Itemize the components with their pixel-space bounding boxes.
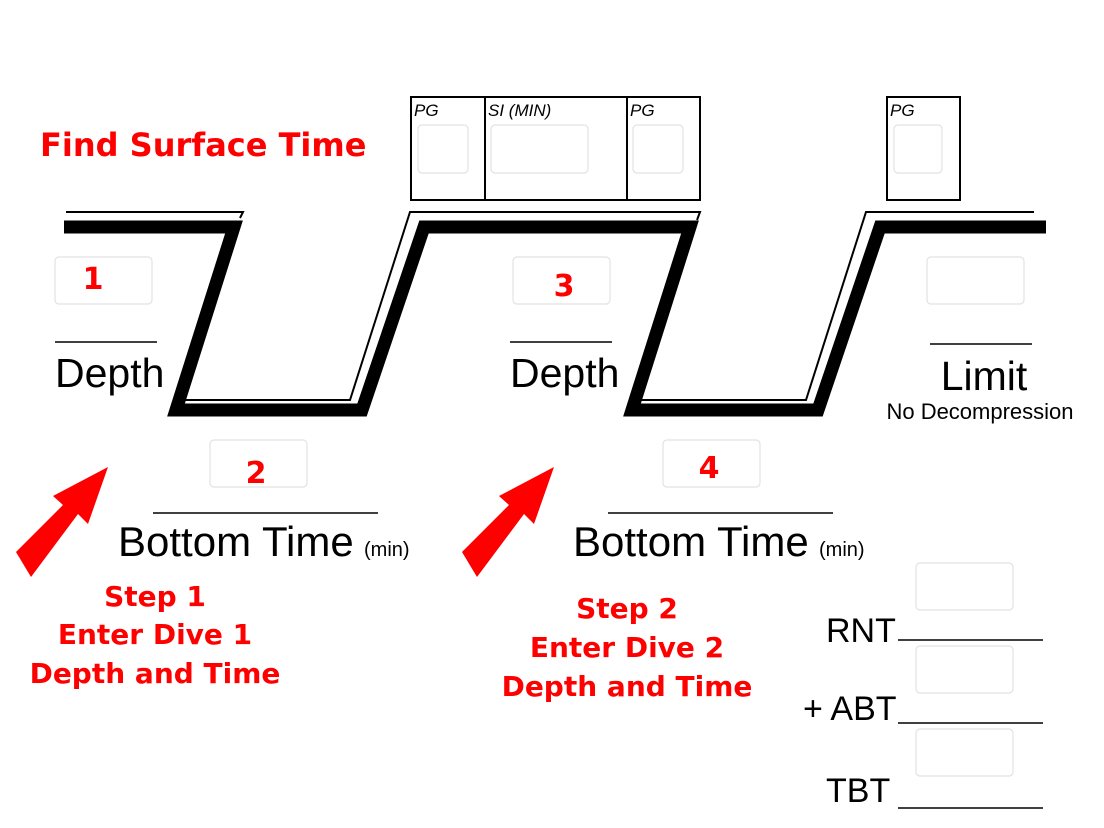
rnt-input[interactable] <box>915 562 1014 611</box>
final-pg-box: PG <box>886 96 961 201</box>
dive2-bottom-time-label: Bottom Time <box>573 518 809 565</box>
pg-end-label: PG <box>630 101 655 120</box>
dive-profile <box>64 211 1046 417</box>
pg-final-label: PG <box>890 101 915 120</box>
step1-arrow-icon <box>16 467 108 577</box>
step1-line3: Depth and Time <box>30 657 281 690</box>
dive1-depth-input[interactable] <box>54 256 153 305</box>
dive2-bottom-time-input[interactable] <box>662 439 761 488</box>
abt-input[interactable] <box>915 645 1014 694</box>
step1-line2: Enter Dive 1 <box>58 618 252 651</box>
no-decompression-label: No Decompression <box>886 399 1073 424</box>
dive1-bottom-time-marker: 2 <box>246 456 267 491</box>
limit-label: Limit <box>941 353 1028 399</box>
step2-title: Step 2 <box>576 592 678 625</box>
dive2-bottom-time-marker: 4 <box>699 451 720 486</box>
dive1-bottom-time-unit: (min) <box>364 539 410 561</box>
pg-start-label: PG <box>414 101 439 120</box>
dive2-depth-marker: 3 <box>554 269 575 304</box>
pg-end-input[interactable] <box>632 124 684 174</box>
dive1-bottom-time-input[interactable] <box>209 439 308 488</box>
step2-arrow-icon <box>462 467 554 577</box>
tbt-label: TBT <box>826 772 890 810</box>
title: Find Surface Time <box>40 126 366 164</box>
dive2-depth-input[interactable] <box>512 256 611 305</box>
tbt-input[interactable] <box>915 728 1014 777</box>
pg-final-input[interactable] <box>893 124 943 174</box>
dive2-bottom-time-unit: (min) <box>819 539 865 561</box>
dive1-bottom-time-label: Bottom Time <box>118 518 354 565</box>
pg-start-input[interactable] <box>417 124 469 174</box>
rnt-label: RNT <box>826 612 896 650</box>
abt-label: + ABT <box>803 690 897 728</box>
dive1-depth-label: Depth <box>55 350 164 396</box>
si-input[interactable] <box>490 124 589 174</box>
step2-line3: Depth and Time <box>502 670 753 703</box>
dive2-depth-label: Depth <box>510 350 619 396</box>
surface-interval-box: PG SI (MIN) PG <box>410 96 701 201</box>
step1-title: Step 1 <box>104 580 206 613</box>
ndl-limit-input[interactable] <box>926 256 1025 305</box>
si-label: SI (MIN) <box>488 101 551 120</box>
dive1-depth-marker: 1 <box>83 262 104 297</box>
step2-line2: Enter Dive 2 <box>530 631 724 664</box>
